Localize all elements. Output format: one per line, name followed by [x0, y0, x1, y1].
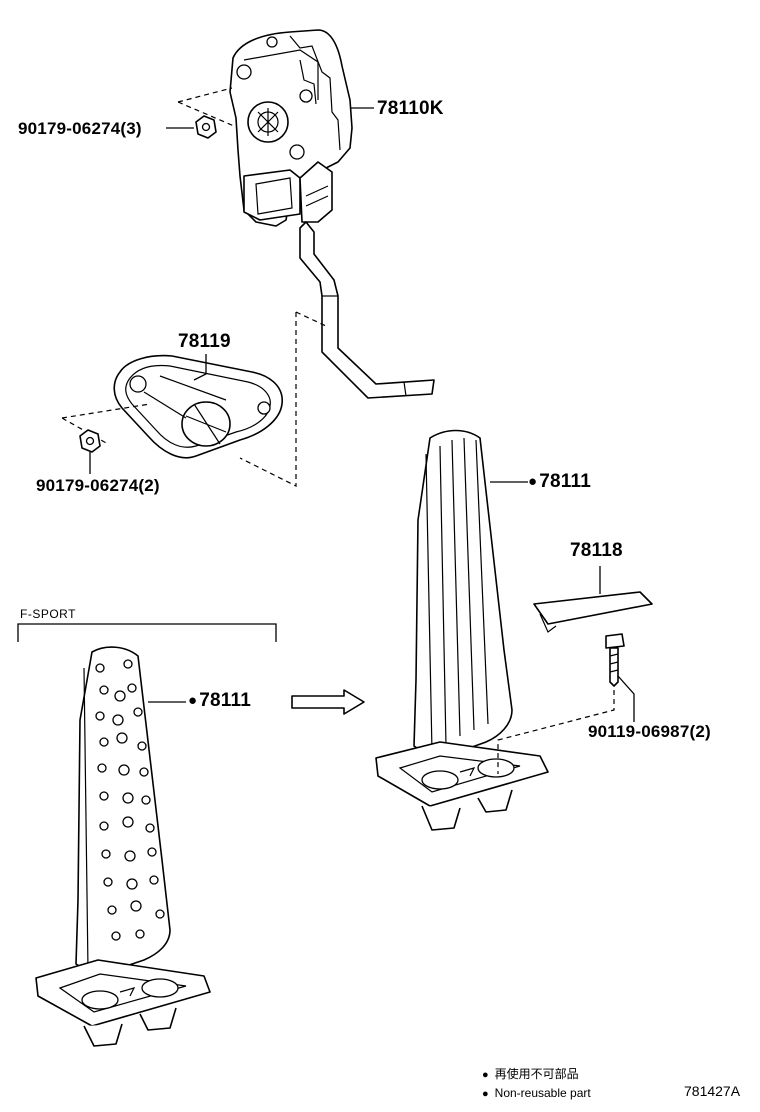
legend-text-en: Non-reusable part: [494, 1086, 591, 1100]
perforation-hole: [107, 905, 117, 915]
part-number-cover: 78118: [570, 540, 623, 561]
part-number-nut-top: 90179-06274(3): [18, 119, 142, 138]
perforation-hole: [123, 659, 133, 669]
pedal-pad-fsport: [35, 646, 211, 1047]
perforation-hole: [114, 690, 126, 702]
perforation-hole: [122, 816, 134, 828]
perforation-hole: [147, 847, 157, 857]
part-number-sensor-assembly: 78110K: [377, 98, 444, 119]
legend-text-jp: 再使用不可部品: [494, 1067, 579, 1081]
perforation-hole: [135, 929, 145, 939]
perforation-hole: [95, 711, 105, 721]
dashed-guide: [497, 690, 615, 774]
perforation-hole: [95, 663, 105, 673]
perforation-hole: [133, 707, 143, 717]
perforation-hole: [99, 791, 109, 801]
perforation-hole: [127, 683, 137, 693]
legend-non-reusable-jp: 再使用不可部品: [482, 1067, 579, 1081]
perforation-hole: [97, 763, 107, 773]
dashed-guide: [61, 403, 151, 445]
diagram-code: 781427A: [684, 1083, 741, 1099]
nut-bottom: [79, 429, 101, 453]
dashed-guide: [295, 311, 327, 327]
section-title: F-SPORT: [20, 607, 76, 621]
perforation-hole: [130, 900, 142, 912]
perforation-hole: [122, 792, 134, 804]
perforation-hole: [101, 849, 111, 859]
pedal-pad-standard: [375, 429, 549, 831]
perforation-hole: [99, 821, 109, 831]
part-number-nut-bottom: 90179-06274(2): [36, 476, 160, 495]
dashed-guide: [177, 87, 235, 127]
bolt: [605, 633, 625, 687]
perforation-hole: [137, 741, 147, 751]
pedal-sensor-assembly: [229, 29, 353, 227]
part-number-fsport-pad: 78111: [188, 691, 251, 710]
perforation-hole: [116, 732, 128, 744]
perforation-hole: [111, 931, 121, 941]
replacement-arrow: [291, 689, 365, 715]
leader-line: [617, 675, 635, 722]
perforation-hole: [149, 875, 159, 885]
non-reusable-dot-icon: [482, 1067, 495, 1081]
legend-non-reusable-en: Non-reusable part: [482, 1086, 591, 1100]
part-number-bracket: 78119: [178, 331, 231, 352]
bracket-78119: [113, 354, 283, 459]
perforation-hole: [124, 850, 136, 862]
perforation-hole: [118, 764, 130, 776]
part-number-bolt: 90119-06987(2): [588, 722, 711, 741]
leader-line: [193, 354, 207, 381]
perforation-hole: [145, 823, 155, 833]
perforation-hole: [139, 767, 149, 777]
perforation-hole: [103, 877, 113, 887]
nut-top: [195, 115, 217, 139]
cover-78118: [533, 591, 653, 633]
perforation-hole: [112, 714, 124, 726]
non-reusable-dot-icon: [482, 1086, 495, 1100]
perforation-hole: [99, 737, 109, 747]
perforation-hole: [126, 878, 138, 890]
pedal-rod: [299, 221, 435, 399]
part-number-pad: 78111: [528, 472, 591, 491]
section-bracket: [17, 623, 277, 642]
perforation-hole: [155, 909, 165, 919]
dashed-guide: [239, 312, 297, 487]
perforation-hole: [99, 685, 109, 695]
perforation-hole: [141, 795, 151, 805]
